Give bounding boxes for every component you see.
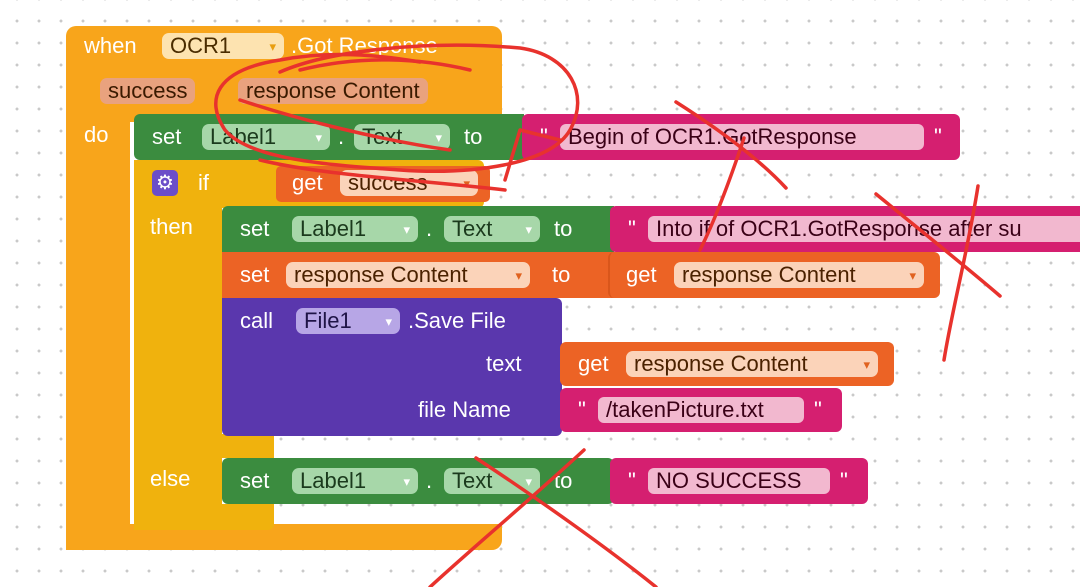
variable-name: response Content	[294, 262, 468, 287]
quote-open: "	[578, 397, 586, 422]
dot-separator: .	[426, 468, 433, 493]
gear-icon[interactable]: ⚙	[152, 170, 178, 196]
variable-name: success	[348, 170, 428, 195]
set-label1-text-block-2[interactable]	[222, 206, 614, 252]
label1-component-name: Label1	[300, 216, 367, 241]
property-name: Text	[452, 468, 493, 493]
quote-close: "	[934, 124, 942, 149]
if-label: if	[198, 170, 209, 195]
text-property-dropdown[interactable]: Text ▾	[354, 124, 450, 150]
event-block-spine	[66, 110, 130, 550]
label1-component-name: Label1	[300, 468, 367, 493]
chevron-down-icon: ▾	[525, 474, 532, 489]
property-name: Text	[452, 216, 493, 241]
set-label: set	[240, 216, 270, 241]
method-name: .Save File	[408, 308, 506, 333]
else-label: else	[150, 466, 191, 491]
text-property-dropdown[interactable]: Text ▾	[444, 216, 540, 242]
chevron-down-icon: ▾	[403, 474, 410, 489]
quote-close: "	[840, 468, 848, 493]
filename-value-field[interactable]: /takenPicture.txt	[598, 397, 804, 423]
if-block-spine	[134, 160, 222, 530]
label1-component-dropdown[interactable]: Label1 ▾	[292, 468, 418, 494]
chevron-down-icon: ▾	[525, 222, 532, 237]
ocr-component-name: OCR1	[170, 33, 232, 58]
to-label: to	[464, 124, 483, 149]
file1-component-name: File1	[304, 308, 352, 333]
quote-open: "	[628, 468, 636, 493]
event-name: .Got Response	[291, 33, 438, 58]
file1-component-dropdown[interactable]: File1 ▾	[296, 308, 400, 334]
chevron-down-icon: ▾	[909, 268, 916, 283]
chevron-down-icon: ▾	[863, 357, 870, 372]
get-label: get	[292, 170, 323, 195]
call-label: call	[240, 308, 274, 333]
label1-component-dropdown[interactable]: Label1 ▾	[292, 216, 418, 242]
ocr-component-dropdown[interactable]: OCR1 ▾	[162, 33, 284, 59]
get-label: get	[626, 262, 657, 287]
property-name: Text	[362, 124, 403, 149]
dot-separator: .	[426, 216, 433, 241]
response-content-variable-dropdown[interactable]: response Content ▾	[674, 262, 924, 288]
to-label: to	[554, 216, 573, 241]
label1-component-name: Label1	[210, 124, 277, 149]
quote-open: "	[628, 216, 636, 241]
variable-name: response Content	[682, 262, 856, 287]
chevron-down-icon: ▾	[463, 176, 470, 191]
response-content-variable-dropdown[interactable]: response Content ▾	[286, 262, 530, 288]
variable-name: response Content	[634, 351, 808, 376]
chevron-down-icon: ▾	[403, 222, 410, 237]
quote-open: "	[540, 124, 548, 149]
do-label: do	[84, 122, 109, 147]
text-value-field-1[interactable]: Begin of OCR1.GotResponse	[560, 124, 924, 150]
text-property-dropdown[interactable]: Text ▾	[444, 468, 540, 494]
text-arg-label: text	[486, 351, 522, 376]
quote-close: "	[814, 397, 822, 422]
param-success[interactable]: success	[100, 78, 196, 104]
dot-separator: .	[338, 124, 345, 149]
chevron-down-icon: ▾	[515, 268, 522, 283]
to-label: to	[552, 262, 571, 287]
if-block-footer	[134, 504, 274, 530]
get-label: get	[578, 351, 609, 376]
response-content-variable-dropdown[interactable]: response Content ▾	[626, 351, 878, 377]
set-label: set	[240, 262, 270, 287]
set-label: set	[240, 468, 270, 493]
event-block-footer	[66, 524, 502, 550]
filename-arg-label: file Name	[418, 397, 511, 422]
success-variable-dropdown[interactable]: success ▾	[340, 170, 478, 196]
chevron-down-icon: ▾	[385, 314, 392, 329]
text-value-field-2[interactable]: Into if of OCR1.GotResponse after su	[648, 216, 1080, 242]
chevron-down-icon: ▾	[315, 130, 322, 145]
set-label: set	[152, 124, 182, 149]
then-label: then	[150, 214, 193, 239]
label1-component-dropdown[interactable]: Label1 ▾	[202, 124, 330, 150]
param-response-content[interactable]: response Content	[238, 78, 428, 104]
chevron-down-icon: ▾	[435, 130, 442, 145]
to-label: to	[554, 468, 573, 493]
chevron-down-icon: ▾	[269, 39, 276, 54]
if-block-mid	[134, 434, 274, 458]
when-label: when	[84, 33, 137, 58]
text-value-field-3[interactable]: NO SUCCESS	[648, 468, 830, 494]
